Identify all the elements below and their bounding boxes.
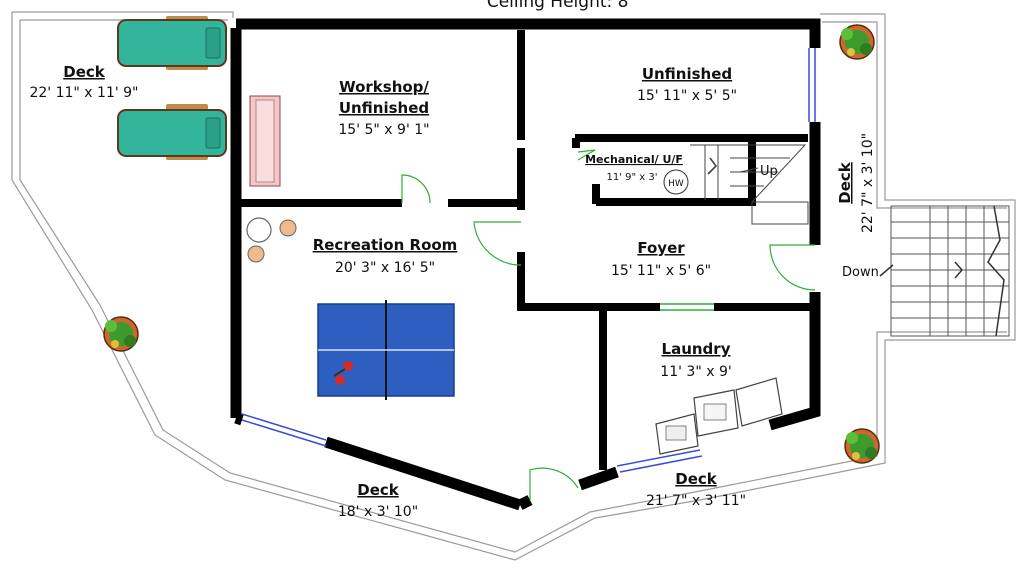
laundry-dim: 11' 3" x 9': [660, 364, 731, 380]
laundry-appliances: [655, 377, 783, 455]
water-heater-label: HW: [668, 179, 684, 189]
water-heater-icon: HW: [663, 169, 689, 195]
laundry-name: Laundry: [662, 340, 731, 358]
recreation-room-name: Recreation Room: [313, 236, 458, 254]
plant-icon: [103, 316, 139, 352]
deck-outline: [11, 11, 1016, 561]
plant-icon: [839, 24, 875, 60]
deck-right-dim: 22' 7" x 3' 10": [860, 133, 876, 233]
deck-top-left-name: Deck: [63, 63, 106, 81]
stairs-up-label: Up: [760, 164, 778, 179]
exterior-walls: [230, 18, 821, 511]
windows: [241, 48, 816, 473]
workshop-dim: 15' 5" x 9' 1": [338, 122, 429, 138]
plant-icon: [844, 428, 880, 464]
deck-bottom-mid-name: Deck: [357, 481, 400, 499]
sun-lounger-icon: [117, 16, 227, 70]
recreation-room-dim: 20' 3" x 16' 5": [335, 260, 435, 276]
mechanical-dim: 11' 9" x 3': [606, 172, 657, 183]
exterior-stairs: [879, 205, 1010, 337]
deck-bottom-right-dim: 21' 7" x 3' 11": [646, 493, 746, 509]
foyer-dim: 15' 11" x 5' 6": [611, 263, 711, 279]
workshop-name-line2: Unfinished: [339, 99, 429, 117]
ping-pong-table-icon: [317, 300, 455, 400]
deck-right-name: Deck: [836, 161, 854, 204]
foyer-name: Foyer: [637, 239, 685, 257]
interior-stairs: [690, 144, 809, 225]
sun-lounger-icon: [117, 104, 227, 160]
deck-bottom-mid-dim: 18' x 3' 10": [338, 504, 418, 520]
workshop-name-line1: Workshop/: [339, 78, 429, 96]
workbench: [249, 95, 281, 187]
table-chairs-icon: [246, 217, 297, 263]
mechanical-name: Mechanical/ U/F: [585, 153, 683, 166]
doors: [401, 149, 816, 500]
unfinished-name: Unfinished: [642, 65, 732, 83]
unfinished-dim: 15' 11" x 5' 5": [637, 88, 737, 104]
deck-bottom-right-name: Deck: [675, 470, 718, 488]
ceiling-height-label: Ceiling Height: 8': [487, 0, 633, 12]
interior-walls: [236, 30, 812, 470]
stairs-down-label: Down: [842, 265, 879, 280]
deck-top-left-dim: 22' 11" x 11' 9": [29, 85, 138, 101]
